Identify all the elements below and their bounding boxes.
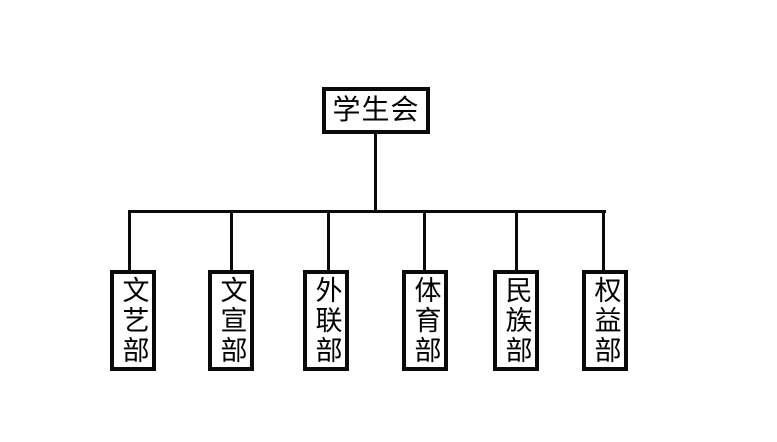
connector-root-stem — [374, 133, 377, 212]
node-dept-minzu: 民族部 — [493, 270, 539, 371]
connector-drop-6 — [602, 211, 605, 271]
node-dept-wenyi-label: 文艺部 — [118, 275, 149, 366]
node-student-union: 学生会 — [322, 87, 430, 134]
connector-horizontal-bar — [128, 210, 606, 213]
connector-drop-1 — [128, 211, 131, 271]
node-student-union-label: 学生会 — [332, 94, 420, 126]
node-dept-wenyi: 文艺部 — [110, 270, 156, 371]
node-dept-minzu-label: 民族部 — [501, 275, 532, 366]
node-dept-quanyi-label: 权益部 — [590, 275, 621, 366]
node-dept-tiyu-label: 体育部 — [410, 275, 441, 366]
connector-drop-4 — [423, 211, 426, 271]
node-dept-quanyi: 权益部 — [582, 270, 628, 371]
node-dept-wailian: 外联部 — [303, 270, 349, 371]
node-dept-tiyu: 体育部 — [402, 270, 448, 371]
connector-drop-5 — [515, 211, 518, 271]
node-dept-wenxuan: 文宣部 — [208, 270, 254, 371]
node-dept-wailian-label: 外联部 — [311, 275, 342, 366]
connector-drop-3 — [327, 211, 330, 271]
connector-drop-2 — [230, 211, 233, 271]
node-dept-wenxuan-label: 文宣部 — [216, 275, 247, 366]
